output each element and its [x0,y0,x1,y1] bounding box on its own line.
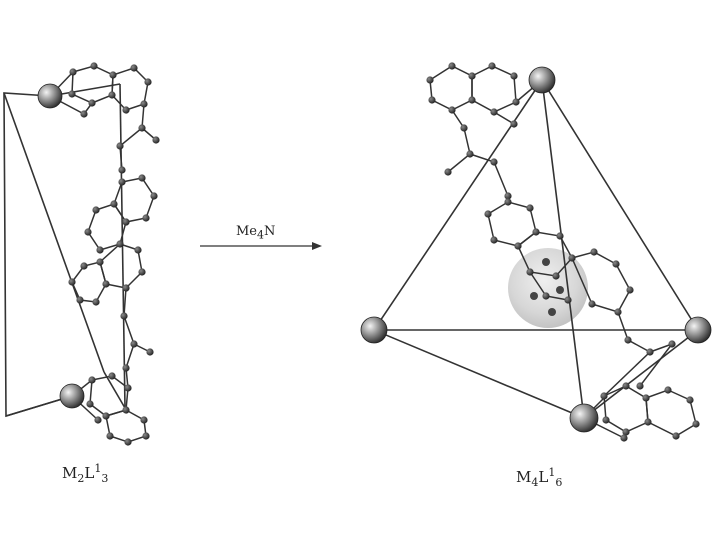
tetrahedron-top-rings [429,65,543,197]
tetrahedron-edges [373,79,699,419]
tetrahedron-metal-top [528,66,556,94]
helicate-formula-label: M2L13 [62,462,109,485]
helicate-atoms [68,62,160,446]
tetrahedron-metal-bottom [569,403,599,433]
tetrahedron-structure [360,62,712,442]
helicate-wireframe [3,83,126,418]
guest-atoms [530,258,564,316]
helicate-top-rings [49,65,157,147]
tetrahedron-atoms [426,62,700,442]
tetrahedron-metal-left [360,316,388,344]
reaction-arrow [200,242,322,250]
tetrahedron-bottom-rings [583,343,697,439]
tetrahedron-metal-right [684,316,712,344]
helicate-metal-top [37,83,63,109]
tetrahedron-formula-label: M4L16 [516,466,563,489]
helicate-structure [3,62,160,446]
helicate-metal-bottom [59,383,85,409]
reagent-label: Me4N [236,224,276,242]
